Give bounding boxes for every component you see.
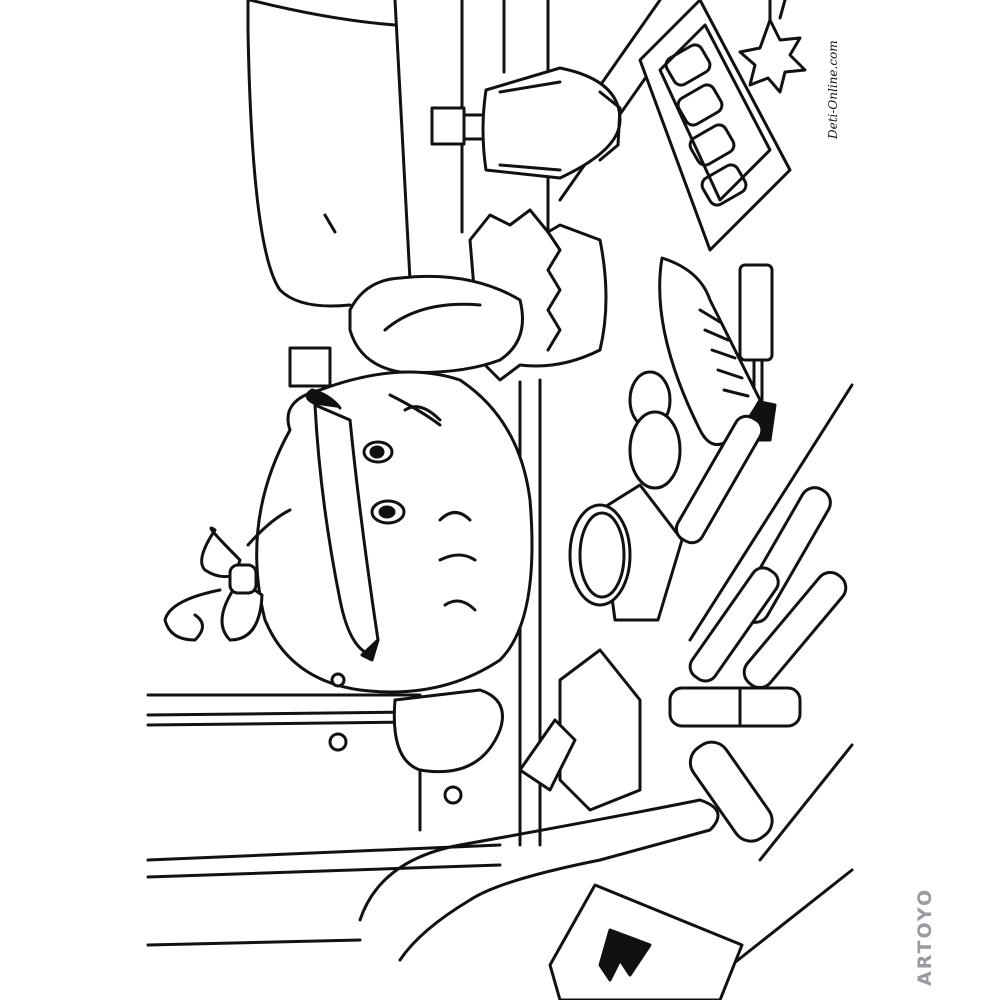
mascara <box>738 263 777 442</box>
magazine <box>358 798 744 1000</box>
bow-icon <box>163 508 292 642</box>
compact-powder <box>568 483 684 622</box>
star-charm-icon <box>738 0 807 94</box>
brand-watermark: ARTOYO <box>914 887 936 986</box>
cream-jar <box>628 370 682 490</box>
perfume-bottle <box>430 66 622 180</box>
eyeshadow-palette <box>638 0 792 252</box>
character-head <box>255 370 534 694</box>
mirror-frame <box>246 0 506 308</box>
comb <box>658 256 762 447</box>
screw-details <box>328 672 463 805</box>
tissue-box <box>518 648 642 812</box>
site-watermark: Deti-Online.com <box>826 40 840 139</box>
character-body <box>288 274 524 774</box>
lipsticks <box>668 414 848 843</box>
